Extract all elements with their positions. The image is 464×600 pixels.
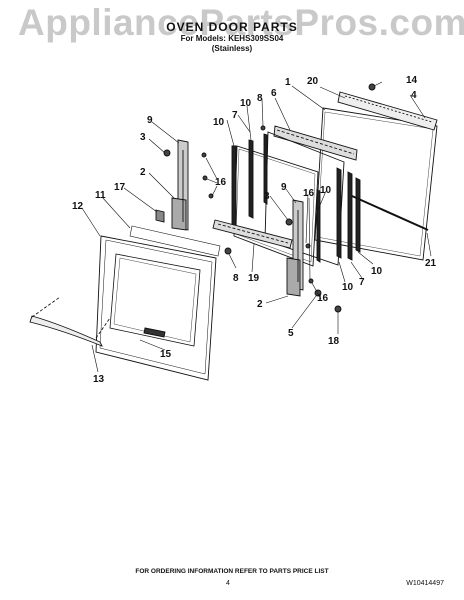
callout-4: 4 bbox=[411, 90, 417, 101]
callout-15: 15 bbox=[160, 349, 172, 360]
callout-16: 16 bbox=[303, 188, 315, 199]
fasteners bbox=[163, 83, 376, 313]
finish-line: (Stainless) bbox=[211, 44, 253, 53]
part-13-handle bbox=[29, 296, 111, 347]
callout-13: 13 bbox=[93, 374, 105, 385]
middle-glass-panel bbox=[233, 145, 319, 267]
callout-8: 8 bbox=[233, 273, 239, 284]
callout-16: 16 bbox=[317, 293, 329, 304]
callout-6: 6 bbox=[271, 88, 277, 99]
callout-20: 20 bbox=[307, 76, 319, 87]
part-6-top-channel bbox=[273, 125, 358, 161]
part-1-rear-glass bbox=[314, 107, 438, 261]
part-21-bottom-seal bbox=[351, 195, 429, 231]
document-number: W10414497 bbox=[406, 580, 444, 587]
leader-lines bbox=[81, 81, 432, 373]
part-2-left-hinge bbox=[171, 139, 189, 231]
callout-3: 3 bbox=[140, 132, 146, 143]
callout-14: 14 bbox=[406, 75, 418, 86]
page-title: OVEN DOOR PARTS bbox=[166, 20, 298, 34]
ordering-note: FOR ORDERING INFORMATION REFER TO PARTS … bbox=[135, 568, 329, 575]
callout-7: 7 bbox=[359, 277, 365, 288]
callout-5: 5 bbox=[288, 328, 294, 339]
callout-10: 10 bbox=[320, 185, 332, 196]
part-4-top-trim bbox=[337, 91, 438, 131]
callout-3: 3 bbox=[264, 191, 270, 202]
spacer-strips bbox=[231, 133, 361, 263]
callout-1: 1 bbox=[285, 77, 291, 88]
callout-2: 2 bbox=[140, 167, 146, 178]
callout-9: 9 bbox=[281, 182, 287, 193]
callout-10: 10 bbox=[213, 117, 225, 128]
watermark: AppliancePartsPros.com bbox=[18, 2, 464, 43]
inner-glass-panel bbox=[264, 131, 345, 266]
callout-16: 16 bbox=[215, 177, 227, 188]
part-12-outer-door bbox=[95, 235, 217, 381]
callout-7: 7 bbox=[232, 110, 238, 121]
models-line: For Models: KEHS309SS04 bbox=[180, 34, 284, 43]
part-17-bracket bbox=[155, 209, 165, 223]
callout-17: 17 bbox=[114, 182, 126, 193]
part-19-bottom-channel bbox=[212, 219, 293, 249]
callout-10: 10 bbox=[240, 98, 252, 109]
callout-9: 9 bbox=[147, 115, 153, 126]
callout-labels: 1 20 14 4 6 8 10 7 10 9 3 2 16 17 11 12 … bbox=[72, 75, 437, 385]
callout-2: 2 bbox=[257, 299, 263, 310]
callout-10: 10 bbox=[371, 266, 383, 277]
callout-11: 11 bbox=[95, 190, 106, 201]
part-2-right-hinge bbox=[286, 199, 304, 297]
callout-18: 18 bbox=[328, 336, 340, 347]
callout-19: 19 bbox=[248, 273, 260, 284]
callout-21: 21 bbox=[425, 258, 437, 269]
callout-8: 8 bbox=[257, 93, 263, 104]
part-11-shield bbox=[129, 225, 221, 257]
page-number: 4 bbox=[226, 580, 230, 587]
callout-10: 10 bbox=[342, 282, 354, 293]
callout-12: 12 bbox=[72, 201, 84, 212]
